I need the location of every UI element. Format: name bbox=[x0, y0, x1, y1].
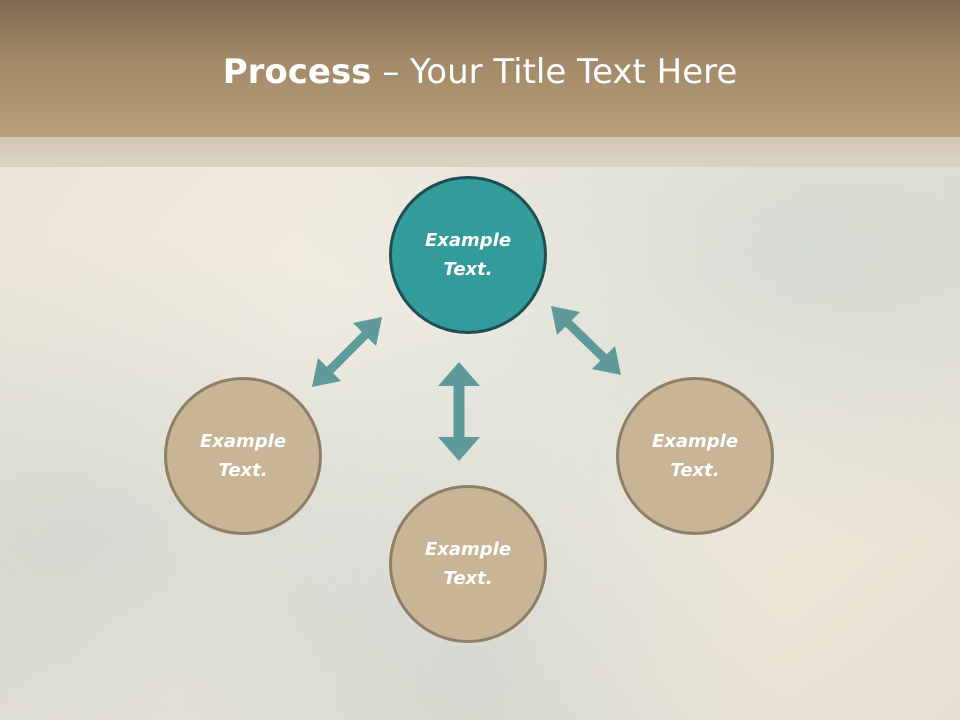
title-bar-underline bbox=[0, 137, 960, 167]
left-node-line1: Example bbox=[199, 431, 287, 452]
right-node: Example Text. bbox=[616, 377, 774, 535]
right-node-line2: Text. bbox=[670, 460, 720, 481]
slide-title-rest: – Your Title Text Here bbox=[371, 52, 738, 92]
bottom-node-line1: Example bbox=[424, 539, 512, 560]
bottom-node-line2: Text. bbox=[443, 568, 493, 589]
center-node-line2: Text. bbox=[443, 259, 493, 280]
left-node: Example Text. bbox=[164, 377, 322, 535]
bottom-node: Example Text. bbox=[389, 485, 547, 643]
arrow-center-right bbox=[551, 306, 621, 375]
arrow-center-bottom bbox=[438, 362, 480, 461]
left-node-line2: Text. bbox=[218, 460, 268, 481]
slide-title-bold: Process bbox=[222, 52, 372, 92]
title-bar bbox=[0, 0, 960, 137]
arrow-center-left bbox=[312, 317, 382, 387]
center-node-line1: Example bbox=[424, 230, 512, 251]
slide-title: Process – Your Title Text Here bbox=[0, 52, 960, 92]
center-node: Example Text. bbox=[389, 176, 547, 334]
right-node-line1: Example bbox=[651, 431, 739, 452]
